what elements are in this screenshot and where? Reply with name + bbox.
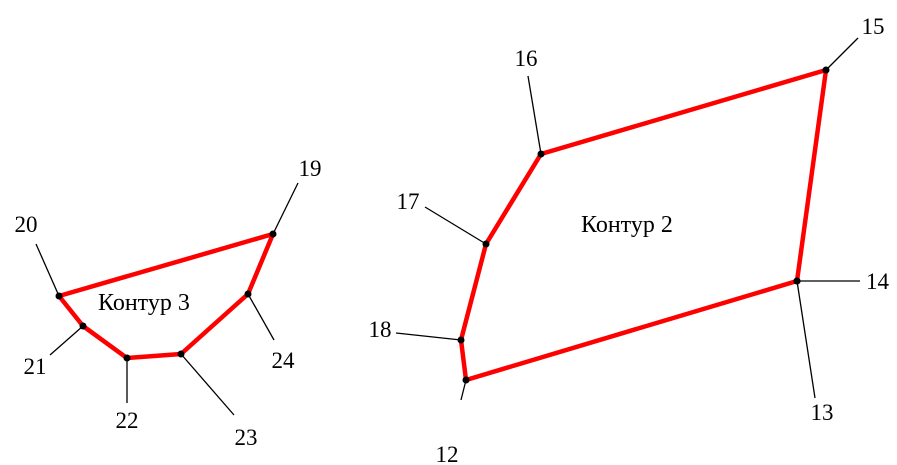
point-label-13: 13 xyxy=(811,400,834,425)
vertex-16 xyxy=(537,150,545,158)
leader-line-19 xyxy=(272,182,299,235)
point-label-22: 22 xyxy=(116,408,139,433)
leader-line-18 xyxy=(395,332,462,341)
point-label-19: 19 xyxy=(299,156,322,181)
contour-2-label: Контур 2 xyxy=(581,212,673,238)
vertex-23 xyxy=(177,350,185,358)
leader-line-23 xyxy=(180,353,235,416)
leader-line-15 xyxy=(825,37,859,71)
point-label-24: 24 xyxy=(272,348,296,373)
leader-line-13 xyxy=(796,280,816,399)
contour-outlines xyxy=(56,67,829,383)
leader-line-20 xyxy=(35,243,60,297)
vertex-15 xyxy=(822,66,830,74)
leader-lines xyxy=(35,37,860,416)
leader-line-21 xyxy=(49,325,84,356)
vertex-12 xyxy=(462,376,470,384)
vertex-17 xyxy=(482,240,490,248)
vertex-18 xyxy=(457,336,465,344)
leader-line-17 xyxy=(424,206,487,245)
point-label-21: 21 xyxy=(24,354,47,379)
point-label-18: 18 xyxy=(369,317,392,342)
point-label-17: 17 xyxy=(397,189,420,214)
leader-line-16 xyxy=(527,75,542,155)
vertex-21 xyxy=(79,322,87,330)
point-label-14: 14 xyxy=(866,269,890,294)
point-label-20: 20 xyxy=(15,212,38,237)
point-label-23: 23 xyxy=(235,425,258,450)
point-label-12: 12 xyxy=(436,442,459,465)
vertex-markers xyxy=(55,66,830,384)
vertex-22 xyxy=(123,354,131,362)
point-labels: 12 13 14 15 16 17 18 19 20 21 22 23 24 xyxy=(15,14,890,465)
vertex-19 xyxy=(269,230,277,238)
contour-3-label: Контур 3 xyxy=(98,290,190,316)
vertex-14 xyxy=(793,277,801,285)
vertex-20 xyxy=(55,292,63,300)
point-label-15: 15 xyxy=(862,14,885,39)
point-label-16: 16 xyxy=(515,46,538,71)
leader-line-24 xyxy=(247,293,275,341)
vertex-24 xyxy=(244,290,252,298)
